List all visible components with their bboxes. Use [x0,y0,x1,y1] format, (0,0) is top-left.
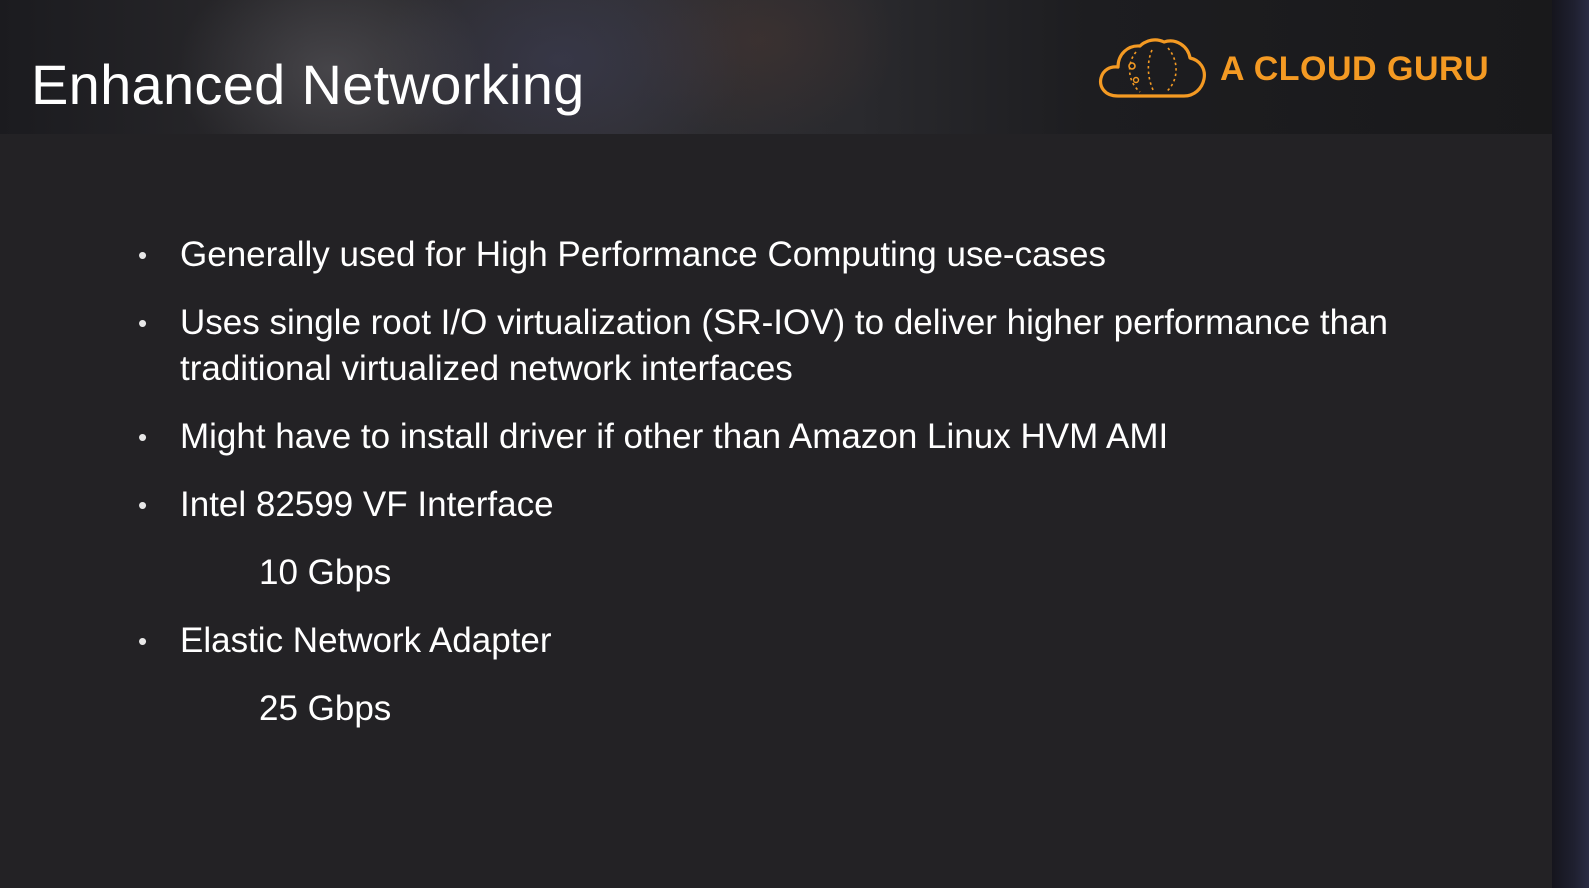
bullet-item: Elastic Network Adapter [138,618,1518,664]
cloud-icon [1098,38,1206,98]
bullet-item: Might have to install driver if other th… [138,414,1518,460]
sub-bullet-item: 25 Gbps [259,689,392,728]
sub-bullet-item: 10 Gbps [259,553,392,592]
window-edge [1552,0,1589,888]
bullet-item: Intel 82599 VF Interface [138,482,1518,528]
slide: Enhanced Networking A CLOUD GURU General… [0,0,1552,888]
bullet-list: Generally used for High Performance Comp… [138,232,1518,754]
slide-title: Enhanced Networking [31,53,585,116]
slide-header: Enhanced Networking A CLOUD GURU [0,0,1552,134]
bullet-item: Uses single root I/O virtualization (SR-… [138,300,1518,392]
brand-name: A CLOUD GURU [1220,49,1490,88]
brand-logo: A CLOUD GURU [1096,36,1489,102]
bullet-item: Generally used for High Performance Comp… [138,232,1518,278]
